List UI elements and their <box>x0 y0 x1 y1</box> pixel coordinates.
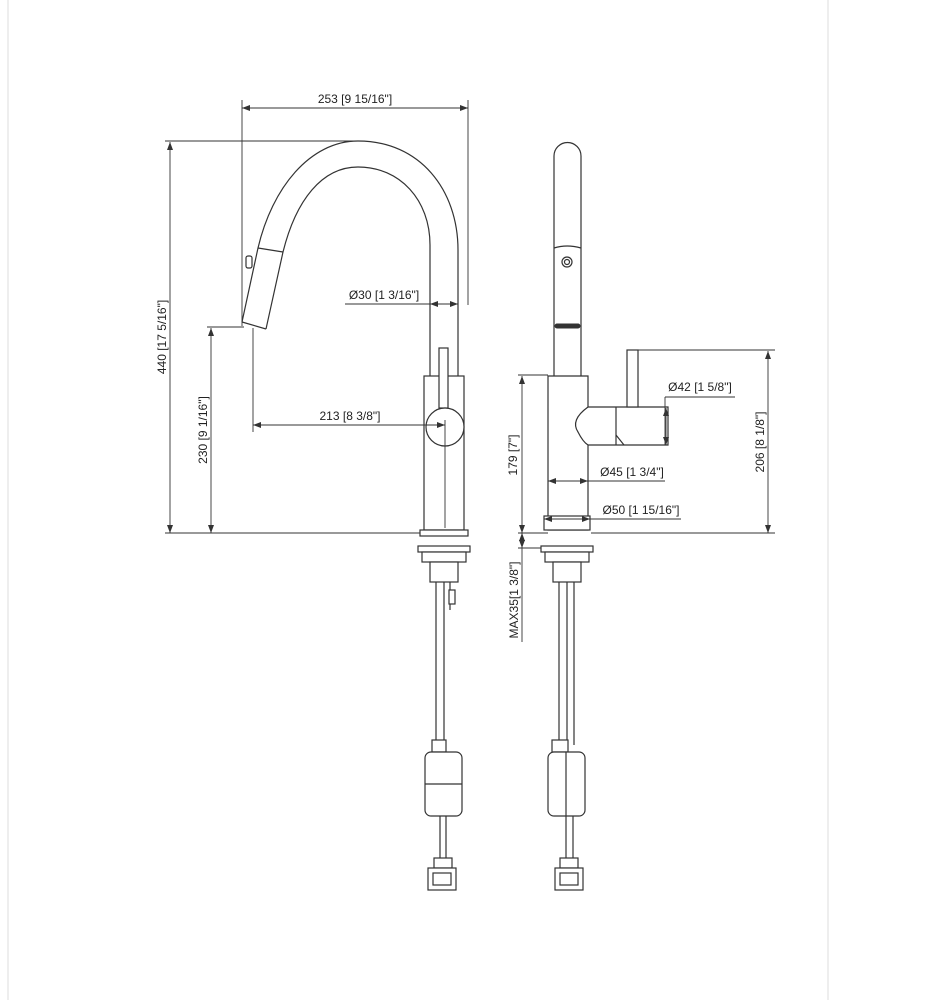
hose-clip <box>448 589 456 605</box>
width-label: 253 [9 15/16"] <box>318 92 392 106</box>
spout-height-label: 230 [9 1/16"] <box>196 396 210 464</box>
mount-washer <box>417 545 471 553</box>
height-label: 440 [17 5/16"] <box>155 300 169 374</box>
base-plate <box>419 529 469 537</box>
spout-outer <box>241 140 459 376</box>
spout-tip <box>241 321 267 330</box>
sprayhead-joint <box>257 247 284 253</box>
base-diameter-label: Ø50 [1 15/16"] <box>603 503 680 517</box>
body-height-label: 179 [7"] <box>506 435 520 476</box>
mount-shank <box>429 561 459 583</box>
spray-button <box>561 256 573 268</box>
mount-nut <box>421 551 467 563</box>
handle-diameter-label: Ø42 [1 5/8"] <box>668 380 732 394</box>
pullout-spray <box>553 141 582 376</box>
handle-lever <box>438 347 449 409</box>
spray-button <box>245 255 253 269</box>
handle-lever <box>626 349 639 408</box>
reach-label: 213 [8 3/8"] <box>320 409 381 423</box>
front-view: 253 [9 15/16"] 440 [17 5/16"] 230 [9 1/1… <box>155 92 471 891</box>
deck-thickness-label: MAX35[1 3/8"] <box>507 562 521 639</box>
handle-height-label: 206 [8 1/8"] <box>753 412 767 473</box>
side-view: 179 [7"] 206 [8 1/8"] Ø42 [1 5/8"] Ø45 [… <box>506 141 775 891</box>
spout-diameter-label: Ø30 [1 3/16"] <box>349 288 419 302</box>
body-diameter-label: Ø45 [1 3/4"] <box>600 465 664 479</box>
spout-inner <box>265 166 431 376</box>
hose-fitting <box>431 739 447 753</box>
spray-grille <box>554 323 581 329</box>
